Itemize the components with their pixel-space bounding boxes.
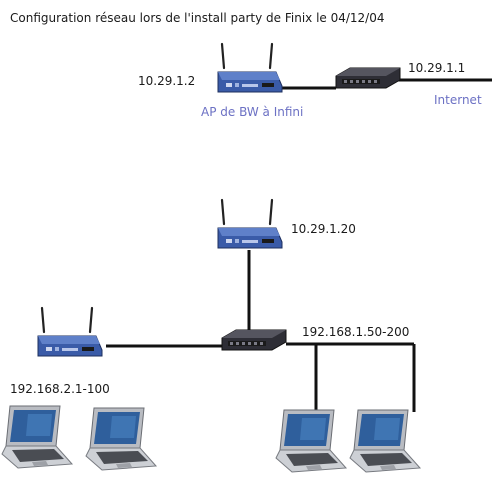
network-switch-icon [221,329,287,351]
laptop-icon [1,405,73,469]
ap-mid-ip-label: 10.29.1.20 [291,222,356,236]
internet-label: Internet [434,93,482,107]
laptop-icon [275,409,347,473]
wireless-router-icon [216,198,284,250]
wireless-router-icon [216,42,284,94]
network-switch-icon [335,67,401,89]
laptop-icon [85,407,157,471]
diagram-title: Configuration réseau lors de l'install p… [10,11,385,25]
ap-top-caption: AP de BW à Infini [201,105,304,119]
laptop-icon [349,409,421,473]
ap-left-range-label: 192.168.2.1-100 [10,382,110,396]
switch-top-ip-label: 10.29.1.1 [408,61,466,75]
switch-range-label: 192.168.1.50-200 [302,325,410,339]
ap-top-ip-label: 10.29.1.2 [138,74,196,88]
wireless-router-icon [36,306,104,358]
